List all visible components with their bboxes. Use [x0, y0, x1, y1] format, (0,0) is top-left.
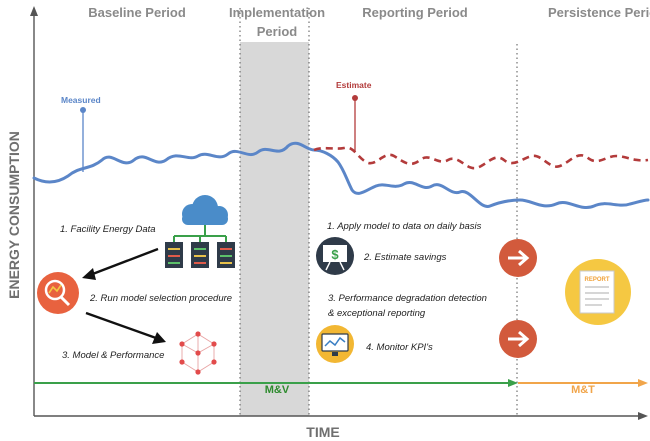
svg-text:$: $ — [331, 247, 339, 262]
arrow-facility-to-model-head — [82, 268, 96, 280]
estimate-pin-dot — [352, 95, 358, 101]
reporting-period-label: Reporting Period — [362, 5, 468, 20]
step-degradation-2: & exceptional reporting — [328, 308, 426, 319]
monitor-chart-icon — [316, 325, 354, 363]
mt-label: M&T — [571, 384, 595, 396]
arrow-model-to-performance — [85, 311, 157, 340]
step-degradation-1: 3. Performance degradation detection — [328, 293, 487, 304]
step-monitor-kpis: 4. Monitor KPI's — [366, 342, 433, 353]
x-axis-arrowhead — [638, 412, 648, 420]
estimate-series-line — [313, 146, 649, 170]
arrow-right-circle-icon — [499, 320, 537, 358]
mt-timeline-arrowhead — [638, 379, 648, 387]
arrow-model-to-performance-head — [152, 332, 166, 344]
y-axis-arrowhead — [30, 6, 38, 16]
step-facility-data: 1. Facility Energy Data — [60, 224, 156, 235]
baseline-period-label: Baseline Period — [88, 5, 186, 20]
measured-label: Measured — [61, 95, 101, 105]
mv-timeline-arrowhead — [508, 379, 518, 387]
y-axis-title: ENERGY CONSUMPTION — [6, 131, 22, 299]
implementation-period-label-2: Period — [257, 24, 298, 39]
mv-label: M&V — [265, 384, 290, 396]
cloud-server-icon — [165, 195, 235, 268]
x-axis-title: TIME — [306, 424, 339, 440]
network-graph-icon — [179, 331, 217, 375]
step-model-performance: 3. Model & Performance — [62, 350, 164, 361]
estimate-label: Estimate — [336, 80, 372, 90]
report-label: REPORT — [584, 277, 609, 283]
magnifier-chart-icon — [37, 272, 79, 314]
step-apply-model: 1. Apply model to data on daily basis — [327, 221, 482, 232]
report-document-icon: REPORT — [565, 259, 631, 325]
implementation-band — [240, 42, 309, 416]
step-estimate-savings: 2. Estimate savings — [363, 252, 447, 263]
measured-pin-dot — [80, 107, 86, 113]
measured-series-line — [32, 141, 650, 209]
implementation-period-label-1: Implementation — [229, 5, 325, 20]
persistence-period-label: Persistence Period — [548, 5, 650, 20]
step-model-selection: 2. Run model selection procedure — [89, 293, 232, 304]
presentation-dollar-icon: $ — [316, 237, 354, 275]
arrow-facility-to-model — [89, 247, 159, 277]
arrow-right-circle-icon — [499, 239, 537, 277]
